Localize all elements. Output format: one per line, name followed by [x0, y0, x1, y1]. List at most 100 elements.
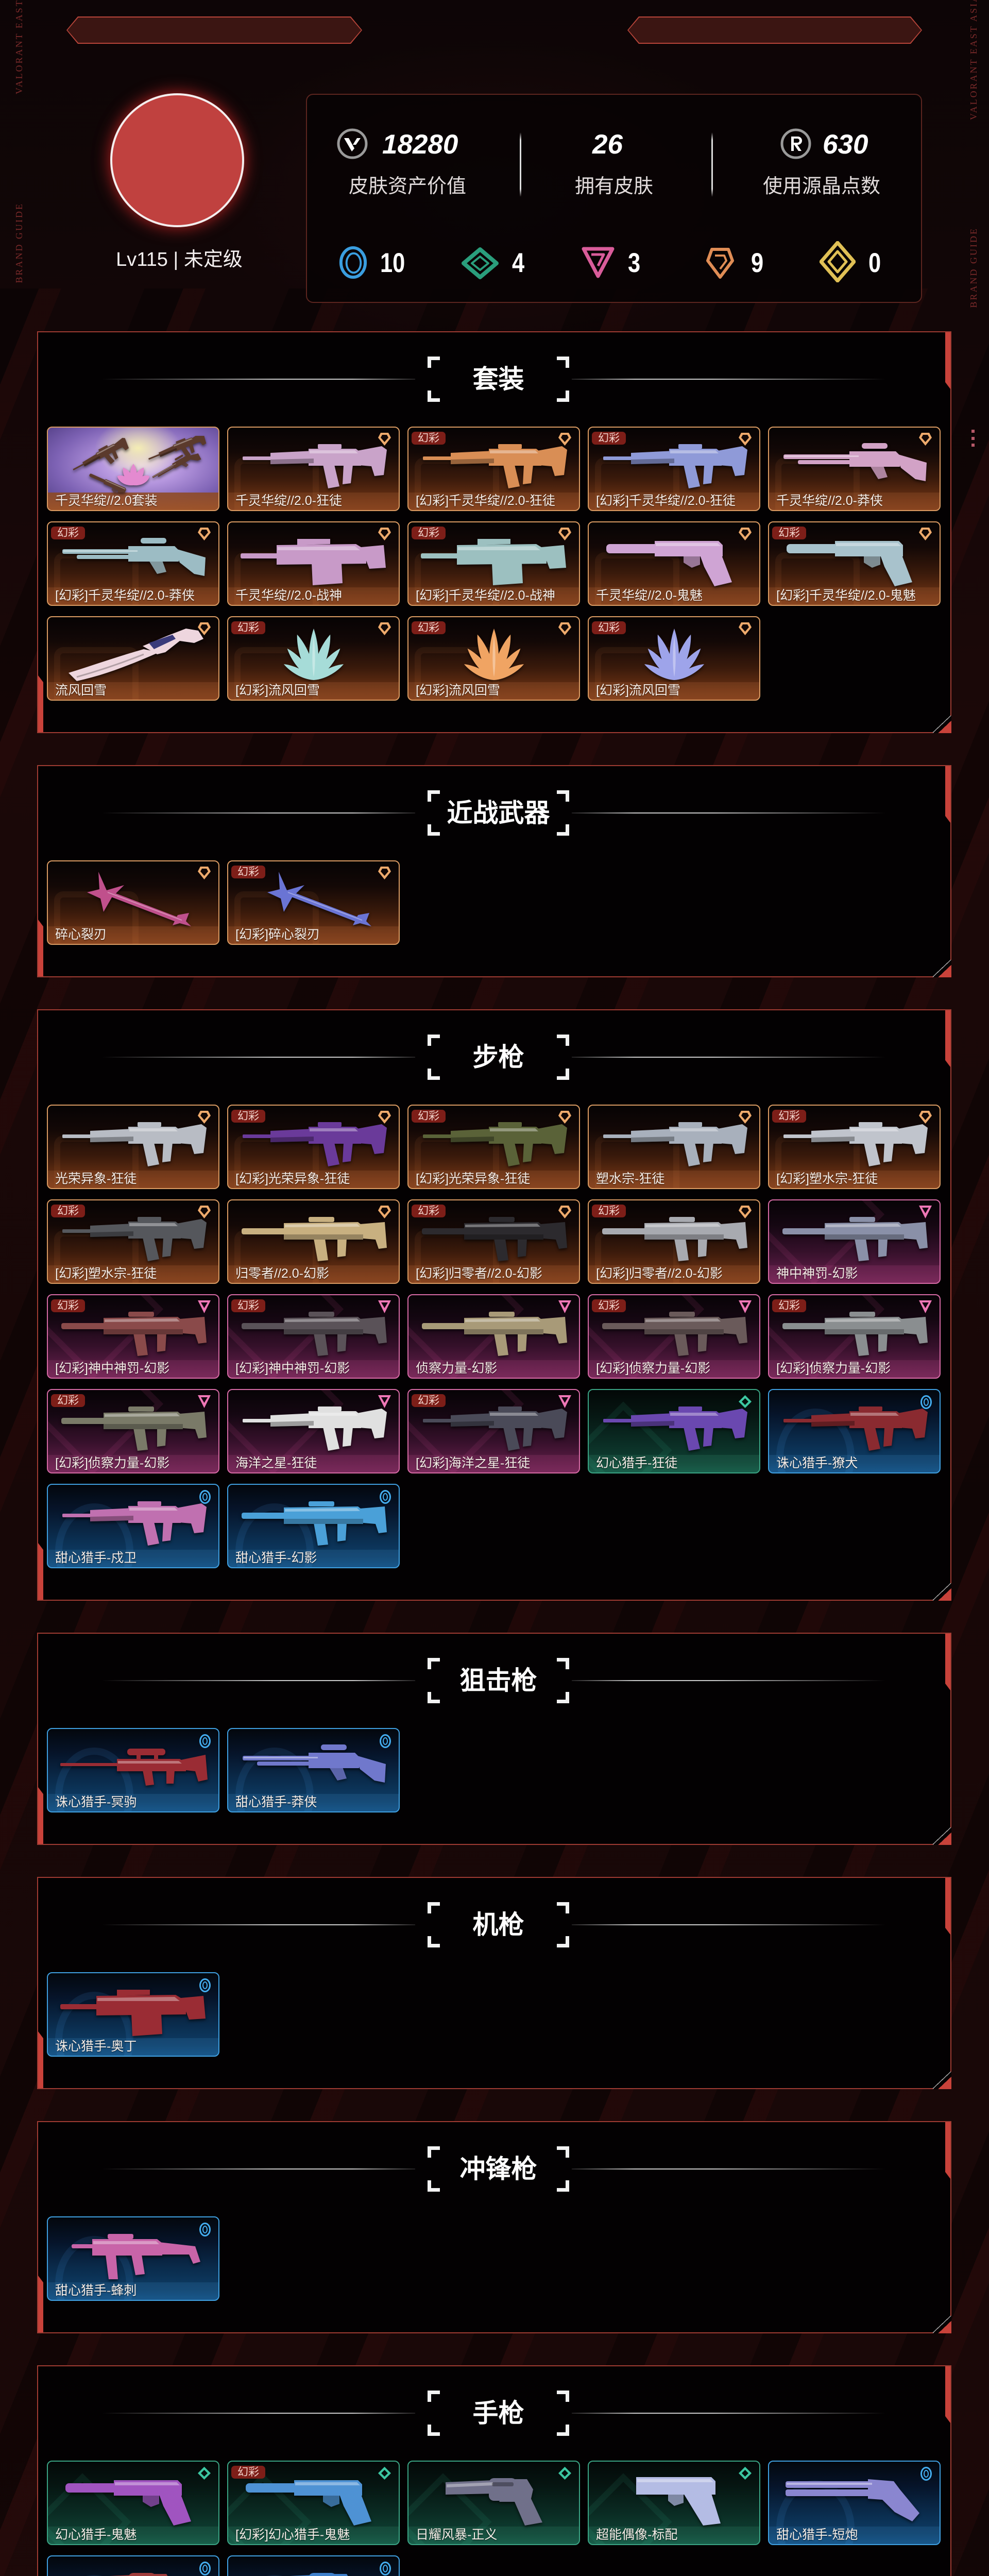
skin-name: 甜心猎手-莽侠 [235, 1795, 317, 1809]
premium-tier-count: 3 [628, 248, 641, 278]
skin-card[interactable]: 流风回雪 [47, 616, 219, 701]
title-divider-line [572, 1924, 885, 1925]
skin-card[interactable]: 神中神罚-幻影 [768, 1199, 941, 1284]
label-band [228, 1455, 399, 1472]
exclusive-tier-count: 9 [751, 248, 764, 278]
skin-card[interactable]: 诛心猎手-正义 [47, 2555, 219, 2576]
title-divider-line [572, 812, 885, 814]
skin-card[interactable]: 幻彩[幻彩]侦察力量-幻影 [588, 1294, 760, 1379]
skin-card[interactable]: 幻心猎手-狂徒 [588, 1389, 760, 1473]
skin-name: 超能偶像-标配 [596, 2528, 678, 2542]
section-title: 步枪 [428, 1035, 569, 1080]
skin-card[interactable]: 幻彩[幻彩]塑水宗-狂徒 [768, 1105, 941, 1189]
skin-card[interactable]: 幻彩[幻彩]幻心猎手-鬼魅 [227, 2461, 400, 2545]
prism-variant-badge: 幻彩 [51, 527, 85, 539]
header-banner-right [627, 16, 922, 44]
skin-card[interactable]: 幻彩[幻彩]侦察力量-幻影 [47, 1389, 219, 1473]
skin-card[interactable]: 幻彩[幻彩]千灵华绽//2.0-莽侠 [47, 521, 219, 606]
stats-panel: 18280 皮肤资产价值 26 拥有皮肤 630 使用源晶点数 10 4 3 9… [306, 94, 922, 303]
title-bracket [428, 2425, 440, 2436]
skin-name: 甜心猎手-短炮 [776, 2528, 858, 2542]
skin-card[interactable]: 塑水宗-狂徒 [588, 1105, 760, 1189]
label-band [769, 1171, 940, 1188]
section-pistols: 手枪 幻心猎手-鬼魅 幻彩[幻彩]幻心猎手-鬼魅 日耀风暴-正义 超能偶像-标配… [37, 2365, 951, 2576]
skin-card[interactable]: 诛心猎手-冥驹 [47, 1728, 219, 1812]
prism-variant-badge: 幻彩 [592, 621, 626, 634]
label-band [48, 926, 218, 944]
label-band [408, 493, 579, 510]
skin-card[interactable]: 纳米打击-正义 [227, 2555, 400, 2576]
skin-card[interactable]: 幻彩[幻彩]神中神罚-幻影 [47, 1294, 219, 1379]
side-brand-text: BRAND GUIDE [14, 202, 24, 283]
skin-card[interactable]: 光荣异象-狂徒 [47, 1105, 219, 1189]
title-divider-line [102, 1057, 415, 1058]
skin-card[interactable]: 幻彩[幻彩]流风回雪 [227, 616, 400, 701]
skin-card[interactable]: 幻彩[幻彩]千灵华绽//2.0-狂徒 [588, 427, 760, 511]
skin-name: [幻彩]流风回雪 [416, 683, 500, 698]
skin-card[interactable]: 日耀风暴-正义 [407, 2461, 580, 2545]
skin-name: 侦察力量-幻影 [416, 1361, 498, 1376]
skin-card[interactable]: 甜心猎手-蜂刺 [47, 2216, 219, 2301]
skin-card[interactable]: 幻心猎手-鬼魅 [47, 2461, 219, 2545]
skin-card[interactable]: 侦察力量-幻影 [407, 1294, 580, 1379]
prism-variant-badge: 幻彩 [412, 1110, 446, 1123]
prism-variant-badge: 幻彩 [231, 866, 265, 878]
skin-card[interactable]: 诛心猎手-奥丁 [47, 1972, 219, 2057]
skin-card[interactable]: 海洋之星-狂徒 [227, 1389, 400, 1473]
skin-card[interactable]: 超能偶像-标配 [588, 2461, 760, 2545]
weapon-image [56, 1981, 211, 2038]
skin-card[interactable]: 幻彩[幻彩]流风回雪 [588, 616, 760, 701]
section-melee: 近战武器 碎心裂刃 幻彩[幻彩]碎心裂刃 [37, 765, 951, 977]
label-band [769, 587, 940, 605]
panel-accent-bar [945, 2122, 950, 2179]
skin-card[interactable]: 幻彩[幻彩]光荣异象-狂徒 [227, 1105, 400, 1189]
title-divider-line [102, 2413, 415, 2414]
label-band [228, 1171, 399, 1188]
skin-card[interactable]: 甜心猎手-短炮 [768, 2461, 941, 2545]
skin-card[interactable]: 幻彩[幻彩]归零者//2.0-幻影 [588, 1199, 760, 1284]
skin-card[interactable]: 幻彩[幻彩]神中神罚-幻影 [227, 1294, 400, 1379]
decor-dot [971, 430, 975, 433]
skin-name: [幻彩]归零者//2.0-幻影 [416, 1266, 542, 1281]
skin-card[interactable]: 千灵华绽//2.0-鬼魅 [588, 521, 760, 606]
skin-card[interactable]: 幻彩[幻彩]千灵华绽//2.0-狂徒 [407, 427, 580, 511]
skin-card[interactable]: 归零者//2.0-幻影 [227, 1199, 400, 1284]
prism-variant-badge: 幻彩 [412, 1205, 446, 1217]
skin-card[interactable]: 幻彩[幻彩]千灵华绽//2.0-战神 [407, 521, 580, 606]
skin-card[interactable]: 幻彩 [幻彩]归零者//2.0-幻影 [407, 1199, 580, 1284]
label-band [228, 1794, 399, 1811]
skin-card[interactable]: 幻彩[幻彩]塑水宗-狂徒 [47, 1199, 219, 1284]
skin-card[interactable]: 千灵华绽//2.0-战神 [227, 521, 400, 606]
skin-card[interactable]: 碎心裂刃 [47, 860, 219, 945]
skin-card[interactable]: 幻彩 [幻彩]碎心裂刃 [227, 860, 400, 945]
skin-card[interactable]: 千灵华绽//2.0-狂徒 [227, 427, 400, 511]
skin-card[interactable]: 千灵华绽//2.0-莽侠 [768, 427, 941, 511]
title-bracket [557, 1069, 569, 1080]
avatar[interactable] [107, 90, 247, 230]
skin-card[interactable]: 甜心猎手-莽侠 [227, 1728, 400, 1812]
panel-accent-bar [38, 2276, 43, 2332]
skin-card[interactable]: 幻彩[幻彩]千灵华绽//2.0-鬼魅 [768, 521, 941, 606]
select-tier-icon [920, 1395, 932, 1409]
skin-name: [幻彩]碎心裂刃 [235, 927, 320, 942]
skin-name: 碎心裂刃 [55, 927, 107, 942]
label-band [589, 587, 759, 605]
skin-card[interactable]: 幻彩[幻彩]光荣异象-狂徒 [407, 1105, 580, 1189]
weapon-image [777, 1398, 932, 1455]
radianite-used-number: 630 [823, 129, 868, 160]
skin-card[interactable]: 甜心猎手-戍卫 [47, 1484, 219, 1568]
skin-card[interactable]: 千灵华绽//2.0套装 [47, 427, 219, 511]
stats-divider [520, 132, 521, 197]
weapon-image [597, 1114, 752, 1171]
skin-card[interactable]: 幻彩[幻彩]流风回雪 [407, 616, 580, 701]
label-band [408, 587, 579, 605]
banner-fill [67, 18, 361, 43]
skin-card[interactable]: 甜心猎手-幻影 [227, 1484, 400, 1568]
skin-card[interactable]: 幻彩[幻彩]侦察力量-幻影 [768, 1294, 941, 1379]
title-bracket [557, 824, 569, 836]
label-band [48, 1455, 218, 1472]
weapon-image [236, 436, 391, 493]
skin-card[interactable]: 幻彩[幻彩]海洋之星-狂徒 [407, 1389, 580, 1473]
skin-name: 千灵华绽//2.0-莽侠 [776, 494, 883, 508]
skin-card[interactable]: 诛心猎手-獠犬 [768, 1389, 941, 1473]
